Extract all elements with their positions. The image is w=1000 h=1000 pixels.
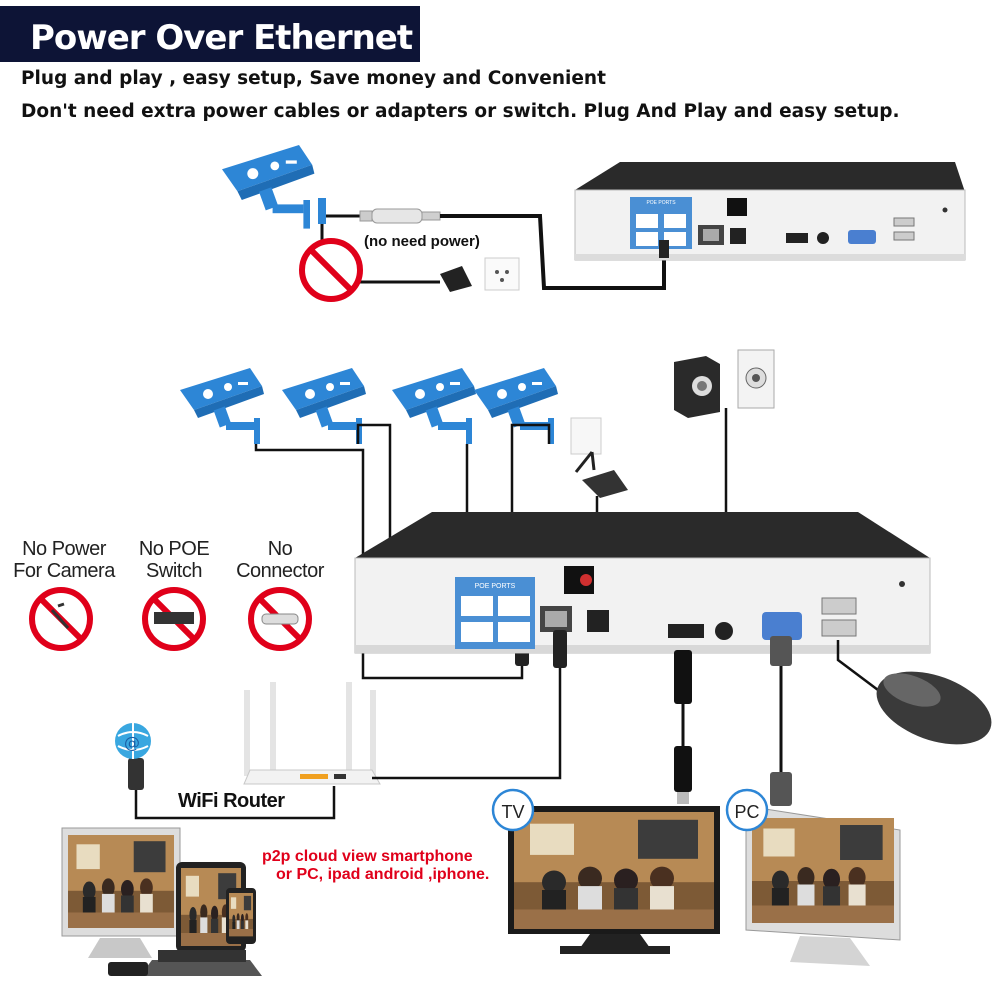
- camera-2: [282, 368, 366, 444]
- p2p-line-2: or PC, ipad android ,iphone.: [276, 866, 490, 883]
- camera-1: [180, 368, 264, 444]
- pc-monitor-right: [745, 805, 901, 966]
- no-switch-line-1: No POE: [138, 538, 210, 560]
- camera-4: [474, 368, 558, 444]
- top-camera: [222, 145, 315, 229]
- laptop: [140, 950, 262, 976]
- no-power-line-2: For Camera: [13, 560, 115, 582]
- no-switch-label: No POE Switch: [122, 538, 226, 582]
- poe-cable: [440, 214, 666, 290]
- top-nvr: [574, 162, 966, 261]
- main-poe-label: POE PORTS: [475, 583, 516, 590]
- page-title: Power Over Ethernet: [30, 18, 413, 58]
- tv: [508, 806, 720, 954]
- internet-globe-icon: @: [115, 723, 151, 759]
- pc-label: PC: [734, 802, 759, 822]
- speakers: [674, 349, 775, 418]
- pc-badge: [725, 788, 769, 832]
- smartphone: [108, 888, 256, 976]
- svg-text:@: @: [124, 733, 140, 752]
- wifi-router: [243, 682, 381, 785]
- title-bar: Power Over Ethernet: [0, 6, 420, 62]
- camera-plug: [318, 198, 326, 224]
- hdmi-cable: [674, 650, 692, 804]
- p2p-line-1: p2p cloud view smartphone: [262, 848, 473, 865]
- subtitle-line-1: Plug and play , easy setup, Save money a…: [21, 68, 606, 89]
- no-power-prohibit-icon: [302, 241, 360, 299]
- no-power-label: No Power For Camera: [8, 538, 120, 582]
- pc-monitor-left: [61, 827, 181, 958]
- top-poe-label: POE PORTS: [646, 200, 676, 206]
- no-need-power-label: (no need power): [364, 233, 480, 250]
- no-connector-line-1: No: [267, 538, 293, 560]
- wall-outlet: [484, 257, 520, 291]
- no-power-icon: [32, 590, 90, 648]
- router-label: WiFi Router: [178, 790, 285, 812]
- no-power-line-1: No Power: [22, 538, 106, 560]
- camera-3: [392, 368, 476, 444]
- mouse: [876, 671, 992, 745]
- adapter-main: [582, 470, 628, 498]
- outlet-main: [570, 417, 602, 455]
- tv-label: TV: [501, 802, 524, 822]
- no-switch-line-2: Switch: [146, 560, 202, 582]
- vga-cable: [770, 636, 792, 806]
- subtitle-line-2: Don't need extra power cables or adapter…: [21, 101, 900, 122]
- no-connector-line-2: Connector: [236, 560, 324, 582]
- tv-badge: [491, 788, 535, 832]
- power-adapter: [440, 266, 472, 292]
- main-nvr: [354, 512, 931, 654]
- no-connector-icon: [251, 590, 309, 648]
- no-switch-icon: [145, 590, 203, 648]
- no-connector-label: No Connector: [228, 538, 332, 582]
